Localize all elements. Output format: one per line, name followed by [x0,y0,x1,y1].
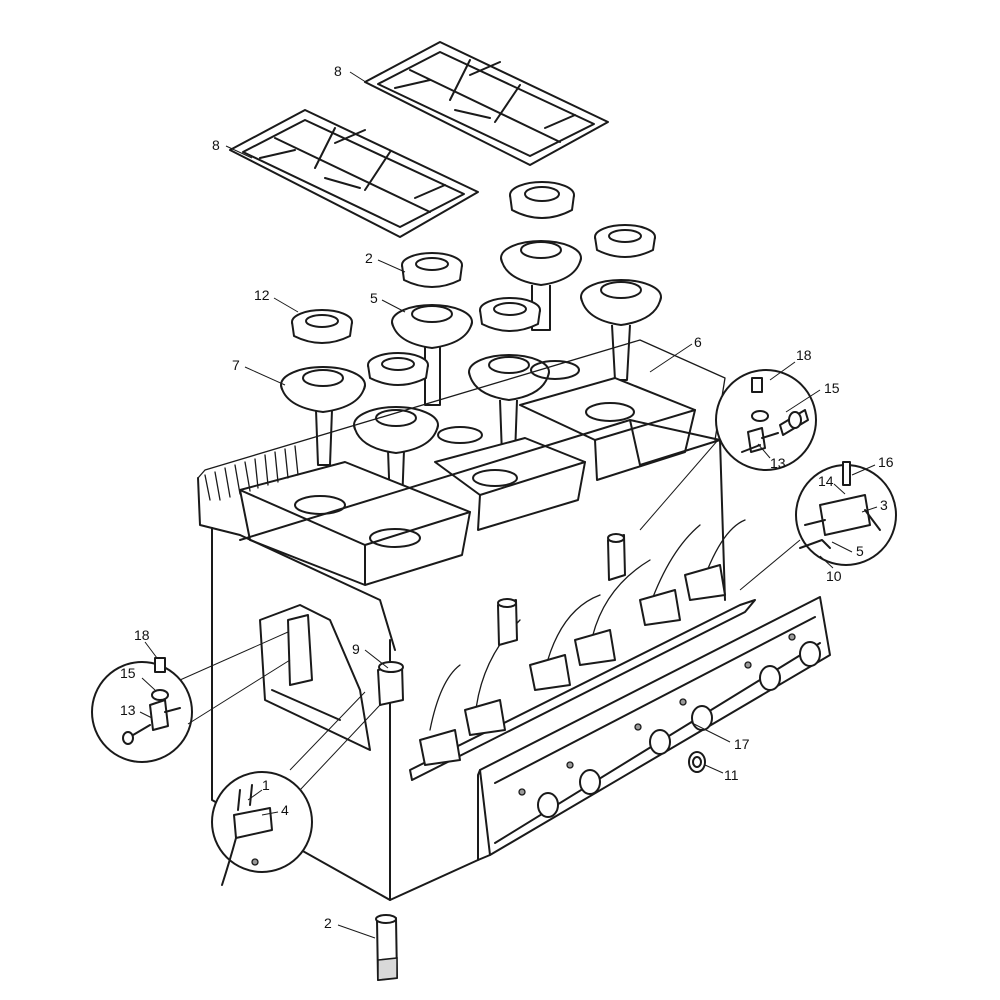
callout-c15: 10 [826,568,842,584]
detail-circle-right-bottom [739,461,897,591]
burner-head-5 [280,366,366,466]
detail-circle-right-top [639,369,817,531]
callout-c11: 16 [878,454,894,470]
detail-circle-bottom [211,691,381,886]
burner-head-2 [580,279,662,381]
callout-c22: 1 [262,777,270,793]
callout-c24: 2 [324,915,332,931]
callout-c5: 5 [370,290,378,306]
burner-cap-top-6 [367,352,429,386]
callout-c3: 2 [365,250,373,266]
burner-cap-top-3 [401,252,463,288]
gasket-ring [688,751,706,773]
burner-cap-top-2 [594,224,656,258]
callout-leaders [139,71,878,939]
callout-c19: 13 [120,702,136,718]
gas-manifold-assembly [287,519,831,861]
callout-c16: 9 [352,641,360,657]
callout-c12: 14 [818,473,834,489]
callout-c7: 6 [694,334,702,350]
callout-c1: 8 [334,63,342,79]
callout-c23: 4 [281,802,289,818]
detail-circle-left [91,631,291,763]
callout-c18: 15 [120,665,136,681]
callout-c6: 7 [232,357,240,373]
burner-cap-top-5 [291,309,353,344]
callout-c20: 17 [734,736,750,752]
adjustable-foot [375,914,398,981]
pan-support-grid-left [229,109,479,238]
callout-c13: 3 [880,497,888,513]
callout-c21: 11 [724,767,739,783]
callout-c10: 13 [770,455,786,471]
callout-c2: 8 [212,137,220,153]
callout-c4: 12 [254,287,270,303]
callout-labels: 8 8 2 12 5 7 6 18 15 13 16 14 3 5 10 9 1… [120,63,894,931]
burner-cap-top-4 [479,297,541,332]
cooker-body [197,339,726,901]
callout-c14: 5 [856,543,864,559]
pan-support-grid-right [364,41,609,166]
drip-trays [239,360,696,586]
callout-c17: 18 [134,627,150,643]
burner-cap-top-1 [509,181,575,219]
callout-c8: 18 [796,347,812,363]
callout-c9: 15 [824,380,840,396]
burner-head-4 [468,354,550,456]
